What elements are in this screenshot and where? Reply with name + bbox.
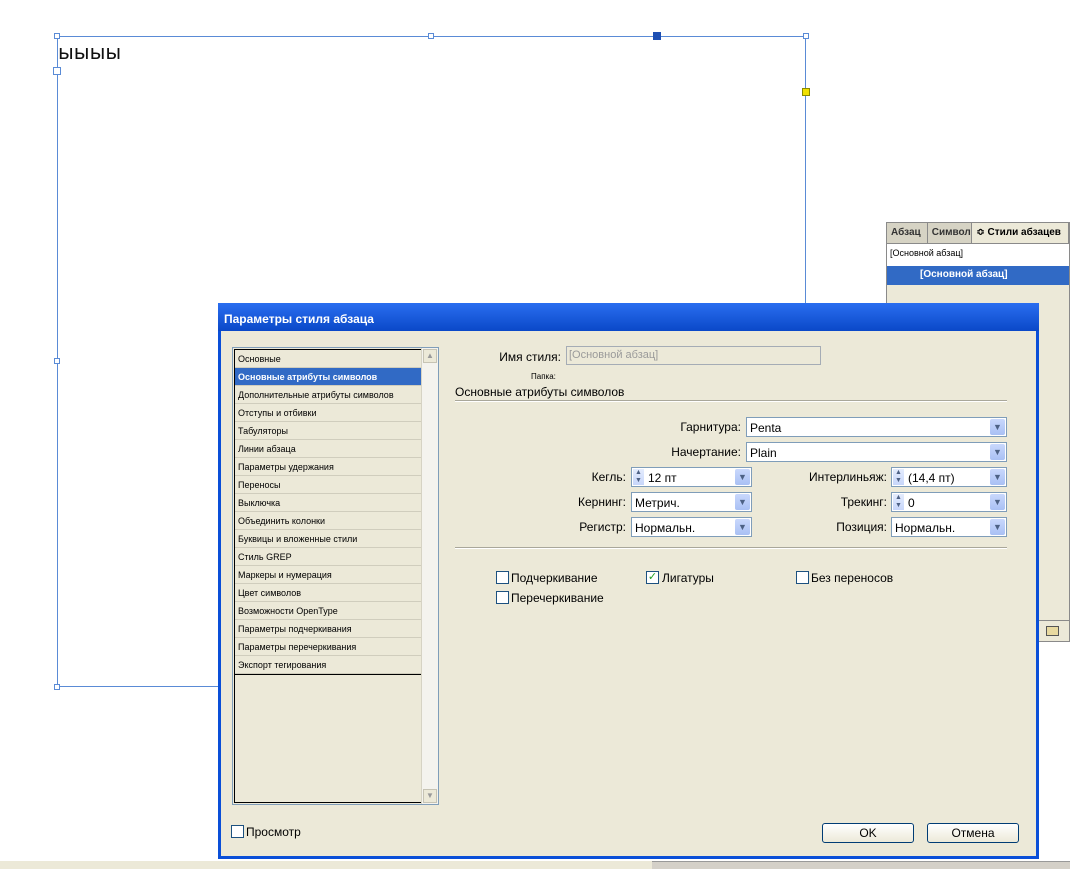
horizontal-scrollbar[interactable]: [652, 861, 1070, 869]
chevron-down-icon[interactable]: ▼: [990, 469, 1005, 485]
chevron-down-icon[interactable]: ▼: [990, 519, 1005, 535]
category-item[interactable]: Возможности OpenType: [235, 602, 421, 620]
ligatures-label[interactable]: Лигатуры: [662, 571, 714, 585]
panel-style-item[interactable]: [Основной абзац]: [887, 266, 1069, 285]
category-scrollbar[interactable]: ▲ ▼: [421, 348, 438, 804]
font-family-select[interactable]: Penta ▼: [746, 417, 1007, 437]
font-style-label: Начертание:: [671, 445, 741, 459]
chevron-down-icon[interactable]: ▼: [990, 444, 1005, 460]
ok-button[interactable]: OK: [822, 823, 914, 843]
frame-corner-handle[interactable]: [802, 88, 810, 96]
leading-stepper[interactable]: ▲▼: [893, 469, 904, 485]
frame-handle-bottom-left[interactable]: [54, 684, 60, 690]
section-divider-bottom: [455, 547, 1007, 549]
folder-label: Папка:: [531, 372, 556, 381]
section-title: Основные атрибуты символов: [455, 385, 625, 399]
frame-in-port[interactable]: [53, 67, 61, 75]
font-style-value: Plain: [750, 446, 777, 460]
size-stepper[interactable]: ▲▼: [633, 469, 644, 485]
category-item[interactable]: Параметры подчеркивания: [235, 620, 421, 638]
category-list-end: [235, 674, 421, 675]
tracking-combo[interactable]: ▲▼ 0 ▼: [891, 492, 1007, 512]
case-select[interactable]: Нормальн. ▼: [631, 517, 752, 537]
tracking-stepper[interactable]: ▲▼: [893, 494, 904, 510]
leading-label: Интерлиньяж:: [809, 470, 887, 484]
cancel-button[interactable]: Отмена: [927, 823, 1019, 843]
folder-icon[interactable]: [1046, 626, 1059, 636]
style-name-field: [Основной абзац]: [566, 346, 821, 365]
kerning-select[interactable]: Метрич. ▼: [631, 492, 752, 512]
frame-handle-top-right[interactable]: [803, 33, 809, 39]
category-item[interactable]: Дополнительные атрибуты символов: [235, 386, 421, 404]
tracking-value: 0: [908, 496, 915, 510]
category-item[interactable]: Объединить колонки: [235, 512, 421, 530]
tab-character[interactable]: Символ: [928, 223, 973, 243]
category-item[interactable]: Переносы: [235, 476, 421, 494]
preview-label[interactable]: Просмотр: [246, 825, 301, 839]
dialog-title[interactable]: Параметры стиля абзаца: [218, 303, 1039, 331]
chevron-down-icon[interactable]: ▼: [735, 469, 750, 485]
panel-current-style: [Основной абзац]: [887, 244, 1069, 266]
font-family-value: Penta: [750, 421, 782, 435]
no-break-checkbox[interactable]: [796, 571, 809, 584]
frame-handle-top-left[interactable]: [54, 33, 60, 39]
category-item[interactable]: Основные атрибуты символов: [235, 368, 421, 386]
scroll-down-button[interactable]: ▼: [423, 789, 437, 803]
frame-handle-left-middle[interactable]: [54, 358, 60, 364]
category-item[interactable]: Выключка: [235, 494, 421, 512]
scroll-up-button[interactable]: ▲: [423, 349, 437, 363]
no-break-label[interactable]: Без переносов: [811, 571, 894, 585]
strikethrough-checkbox[interactable]: [496, 591, 509, 604]
chevron-down-icon[interactable]: ▼: [735, 494, 750, 510]
size-value: 12 пт: [648, 471, 677, 485]
position-select[interactable]: Нормальн. ▼: [891, 517, 1007, 537]
category-item[interactable]: Экспорт тегирования: [235, 656, 421, 674]
preview-checkbox[interactable]: [231, 825, 244, 838]
leading-value: (14,4 пт): [908, 471, 955, 485]
underline-label[interactable]: Подчеркивание: [511, 571, 598, 585]
status-bar: [0, 861, 1070, 869]
chevron-down-icon[interactable]: ▼: [990, 419, 1005, 435]
frame-text[interactable]: ыыыы: [58, 40, 122, 64]
font-style-select[interactable]: Plain ▼: [746, 442, 1007, 462]
section-divider-top: [455, 400, 1007, 402]
category-item[interactable]: Отступы и отбивки: [235, 404, 421, 422]
size-label: Кегль:: [591, 470, 626, 484]
category-item[interactable]: Цвет символов: [235, 584, 421, 602]
case-value: Нормальн.: [635, 521, 696, 535]
strikethrough-label[interactable]: Перечеркивание: [511, 591, 604, 605]
category-item[interactable]: Стиль GREP: [235, 548, 421, 566]
chevron-down-icon[interactable]: ▼: [735, 519, 750, 535]
tab-paragraph-styles[interactable]: ≎ Стили абзацев: [972, 223, 1069, 243]
style-name-label: Имя стиля:: [499, 350, 561, 364]
chevron-down-icon[interactable]: ▼: [990, 494, 1005, 510]
panel-tabs: Абзац Символ ≎ Стили абзацев: [887, 223, 1069, 244]
category-item[interactable]: Линии абзаца: [235, 440, 421, 458]
leading-combo[interactable]: ▲▼ (14,4 пт) ▼: [891, 467, 1007, 487]
size-combo[interactable]: ▲▼ 12 пт ▼: [631, 467, 752, 487]
category-item[interactable]: Основные: [235, 350, 421, 368]
category-item[interactable]: Табуляторы: [235, 422, 421, 440]
category-item[interactable]: Параметры перечеркивания: [235, 638, 421, 656]
font-family-label: Гарнитура:: [680, 420, 741, 434]
category-item[interactable]: Буквицы и вложенные стили: [235, 530, 421, 548]
underline-checkbox[interactable]: [496, 571, 509, 584]
tracking-label: Трекинг:: [840, 495, 887, 509]
position-label: Позиция:: [836, 520, 887, 534]
category-item[interactable]: Параметры удержания: [235, 458, 421, 476]
ligatures-checkbox[interactable]: ✓: [646, 571, 659, 584]
frame-link-handle[interactable]: [653, 32, 661, 40]
tab-paragraph[interactable]: Абзац: [887, 223, 928, 243]
position-value: Нормальн.: [895, 521, 956, 535]
kerning-value: Метрич.: [635, 496, 680, 510]
case-label: Регистр:: [579, 520, 626, 534]
frame-handle-top-middle[interactable]: [428, 33, 434, 39]
category-item[interactable]: Маркеры и нумерация: [235, 566, 421, 584]
kerning-label: Кернинг:: [577, 495, 626, 509]
